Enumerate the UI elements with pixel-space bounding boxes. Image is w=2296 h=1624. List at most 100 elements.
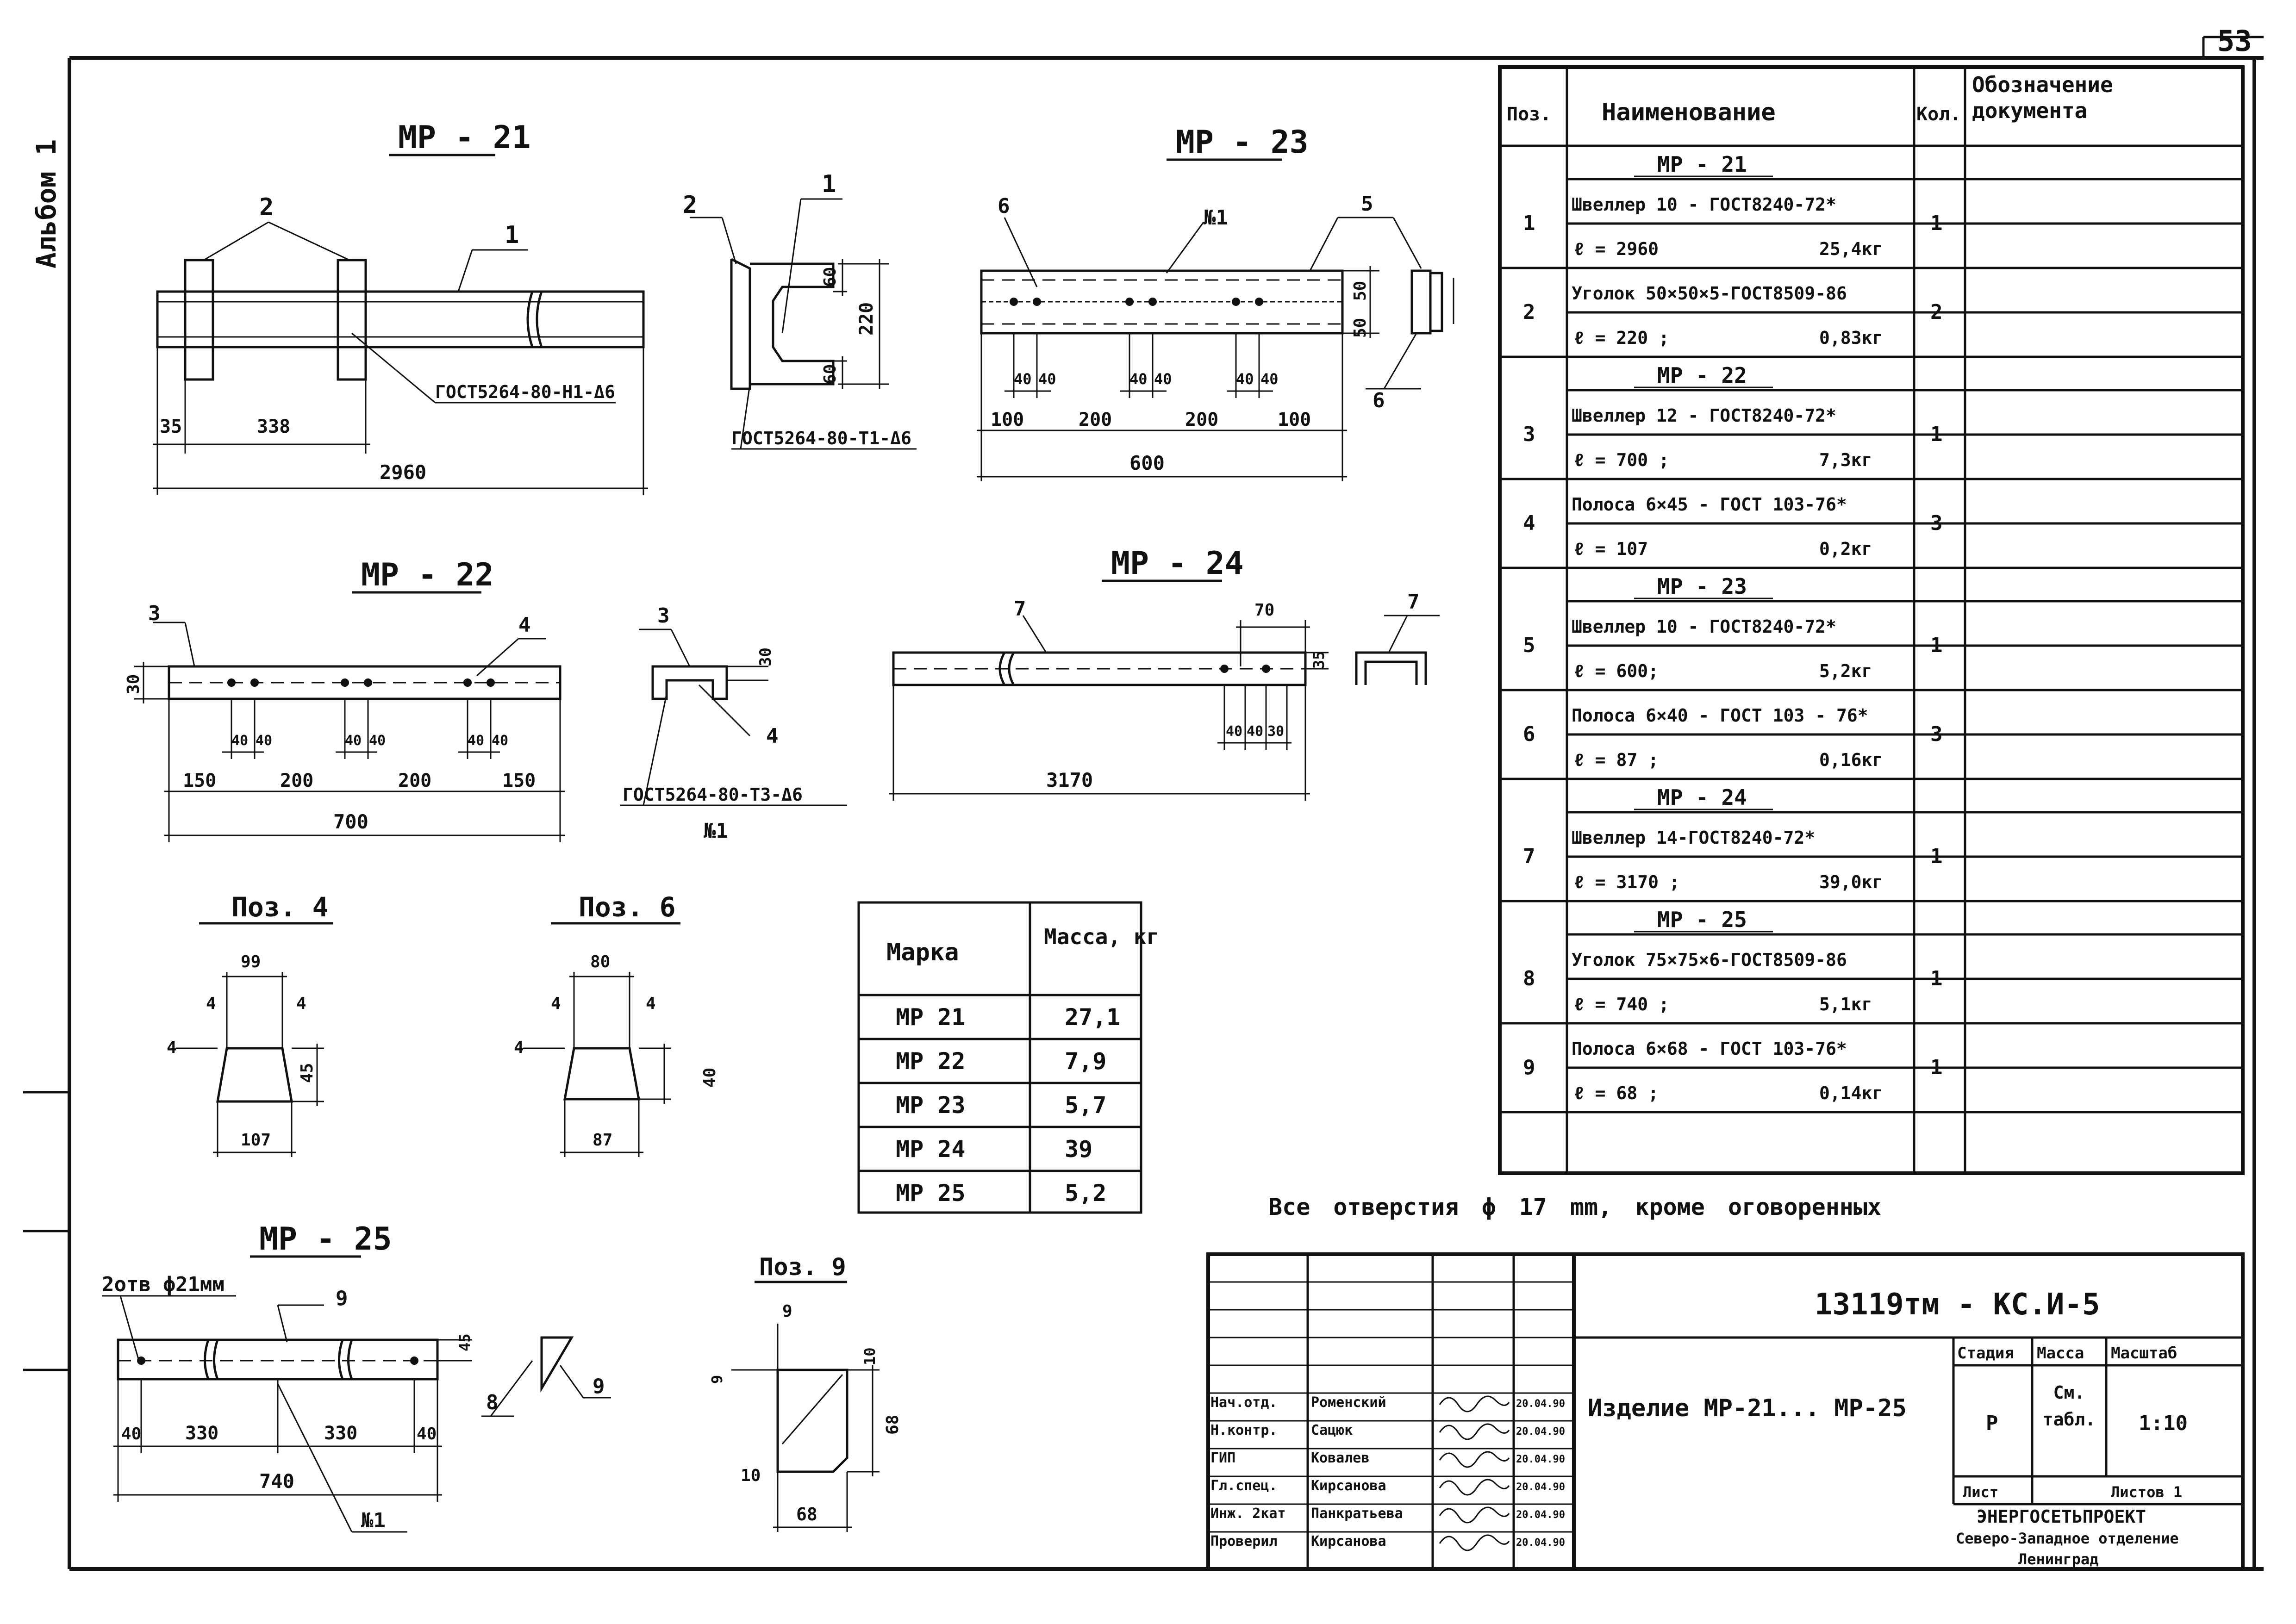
- signature-role: Н.контр.: [1210, 1422, 1278, 1438]
- sheet-frame: [23, 36, 2264, 1571]
- mp23-dim-50a: 50: [1351, 281, 1370, 301]
- mp21-dim-60a: 60: [821, 267, 840, 287]
- spec-row-qty: 3: [1930, 722, 1943, 746]
- mp24-dim-70: 70: [1254, 601, 1274, 620]
- spec-row-mass: 7,3кг: [1819, 450, 1872, 470]
- spec-group-title: МР - 25: [1657, 907, 1747, 932]
- signature-date: 20.04.90: [1516, 1509, 1565, 1521]
- mp23-holes: [1010, 298, 1263, 306]
- mp23-callout-5: 5: [1361, 192, 1373, 216]
- mp22-title: МР - 22: [361, 557, 494, 593]
- drawing-mp25: МР - 25 2отв ϕ21мм 9 45 8 9 40 330 330: [102, 1221, 611, 1533]
- mp21-dim-60b: 60: [821, 364, 840, 384]
- mp22-callout-4: 4: [518, 613, 531, 637]
- mp23-dim-200a: 200: [1079, 409, 1112, 430]
- mp23-title: МР - 23: [1176, 124, 1309, 161]
- spec-row-length: ℓ = 220 ;: [1574, 328, 1669, 348]
- mp25-callout-9: 9: [336, 1287, 348, 1310]
- mass-table-header-mark: Марка: [886, 939, 959, 966]
- spec-row-qty: 3: [1930, 511, 1943, 535]
- spec-row-mass: 0,16кг: [1819, 750, 1883, 770]
- spec-row-name: Полоса 6×45 - ГОСТ 103-76*: [1572, 494, 1847, 515]
- mass-row-mark: МР 25: [896, 1180, 966, 1207]
- signature-role: Инж. 2кат: [1210, 1506, 1286, 1522]
- mp21-dim-2960: 2960: [380, 461, 426, 484]
- poz6-dim-4a: 4: [551, 994, 561, 1013]
- mp22-dim-40-3: 40: [345, 733, 362, 749]
- spec-row-qty: 1: [1930, 423, 1943, 446]
- mass-row-mark: МР 21: [896, 1004, 966, 1031]
- drawing-mp23: МР - 23 6 №1 5 6 50 50: [977, 124, 1454, 481]
- mp24-dim-35: 35: [1310, 651, 1328, 669]
- mp25-callout-n1: №1: [361, 1509, 386, 1532]
- signature-date: 20.04.90: [1516, 1398, 1565, 1410]
- spec-row-qty: 1: [1930, 967, 1943, 990]
- signature-role: Гл.спец.: [1210, 1478, 1278, 1494]
- mp21-section-weld-label: ГОСТ5264-80-Т1-Δ6: [731, 428, 911, 448]
- signature-name: Ковалев: [1311, 1450, 1369, 1466]
- poz6-dim-40: 40: [700, 1068, 719, 1088]
- handwritten-signature: [1439, 1423, 1510, 1440]
- spec-row-pos: 5: [1523, 634, 1535, 657]
- signature-name: Роменский: [1311, 1394, 1386, 1411]
- mp25-dim-330b: 330: [324, 1423, 357, 1444]
- title-block: 13119тм - КС.И-5 Изделие МР-21... МР-25 …: [1206, 1252, 2245, 1571]
- mp22-dim-200a: 200: [280, 770, 313, 791]
- poz9-title: Поз. 9: [759, 1253, 846, 1281]
- handwritten-signature: [1439, 1479, 1510, 1496]
- spec-group-title: МР - 22: [1657, 363, 1747, 388]
- poz9-dim-9left: 9: [708, 1375, 726, 1384]
- mp22-holes: [227, 678, 495, 687]
- spec-row-pos: 4: [1523, 511, 1535, 535]
- spec-group-title: МР - 21: [1657, 152, 1747, 177]
- mp21-dim-338: 338: [257, 416, 290, 437]
- spec-table: Поз. Наименование Кол. Обозначение докум…: [1498, 65, 2245, 1175]
- album-label: Альбом 1: [31, 139, 62, 268]
- mass-row-value: 27,1: [1065, 1004, 1120, 1031]
- spec-header-qty: Кол.: [1916, 104, 1961, 125]
- stage-header: Стадия: [1957, 1344, 2014, 1363]
- spec-row-length: ℓ = 600;: [1574, 661, 1659, 681]
- mp24-dim-40a: 40: [1226, 723, 1242, 740]
- drawing-poz9: Поз. 9 9 10 9 68 10 68: [708, 1253, 902, 1532]
- mp21-callout-2: 1: [505, 221, 519, 249]
- spec-row-length: ℓ = 107: [1574, 539, 1648, 559]
- mass-table-header-mass: Масса, кг: [1044, 924, 1159, 949]
- spec-row-pos: 9: [1523, 1056, 1535, 1079]
- mp22-section-callout-n1: №1: [704, 819, 728, 843]
- spec-row-pos: 3: [1523, 423, 1535, 446]
- poz6-dim-4c: 4: [514, 1038, 524, 1057]
- mp23-dim-40-4: 40: [1154, 370, 1172, 388]
- org-line-2: Северо-Западное отделение: [1956, 1530, 2179, 1547]
- spec-row-qty: 2: [1930, 300, 1943, 324]
- mass-row-value: 7,9: [1065, 1048, 1106, 1075]
- mp22-section-dim-30: 30: [756, 647, 775, 666]
- mp22-dim-40-1: 40: [231, 733, 248, 749]
- mass-header: Масса: [2037, 1344, 2084, 1363]
- document-code: 13119тм - КС.И-5: [1815, 1288, 2100, 1322]
- mp25-title: МР - 25: [259, 1221, 392, 1257]
- drawing-poz6: Поз. 6 80 4 4 4 40 87: [514, 891, 719, 1157]
- signature-name: Кирсанова: [1311, 1478, 1386, 1494]
- poz6-dim-4b: 4: [646, 994, 656, 1013]
- mass-row-value: 39: [1065, 1136, 1092, 1163]
- signature-date: 20.04.90: [1516, 1537, 1565, 1549]
- spec-row-length: ℓ = 2960: [1574, 239, 1659, 259]
- mp21-title: МР - 21: [398, 119, 531, 156]
- spec-row-length: ℓ = 87 ;: [1574, 750, 1659, 770]
- signature-name: Сацюк: [1311, 1422, 1353, 1438]
- spec-row-mass: 0,83кг: [1819, 328, 1883, 348]
- handwritten-signature: [1439, 1395, 1510, 1412]
- spec-row-length: ℓ = 700 ;: [1574, 450, 1669, 470]
- mp24-title: МР - 24: [1111, 545, 1244, 582]
- poz4-title: Поз. 4: [231, 891, 329, 923]
- spec-row-length: ℓ = 68 ;: [1574, 1083, 1659, 1103]
- handwritten-signature: [1439, 1451, 1510, 1468]
- spec-row-pos: 1: [1523, 212, 1535, 235]
- mp25-dim-45: 45: [456, 1333, 474, 1351]
- mp23-callout-6: 6: [998, 194, 1010, 218]
